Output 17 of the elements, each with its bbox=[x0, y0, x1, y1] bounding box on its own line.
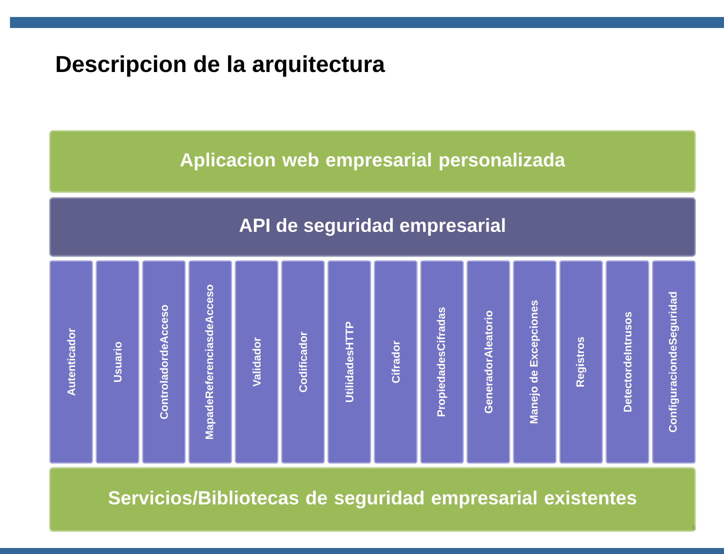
module-column: Manejo de Excepciones bbox=[512, 260, 557, 464]
module-column: ConfiguraciondeSeguridad bbox=[652, 260, 696, 464]
module-column: PropiedadesCifradas bbox=[420, 260, 464, 464]
module-column: Codificador bbox=[281, 260, 325, 464]
module-column: MapadeReferenciasdeAcceso bbox=[188, 260, 232, 464]
module-column: Cifrador bbox=[374, 260, 418, 464]
module-column: DetectordeIntrusos bbox=[606, 260, 650, 464]
slide-title: Descripcion de la arquitectura bbox=[56, 55, 386, 77]
module-column: Autenticador bbox=[49, 260, 93, 464]
module-column: ControladordeAcceso bbox=[142, 260, 186, 464]
layer-box: API de seguridad empresarial bbox=[49, 197, 696, 257]
module-column: Usuario bbox=[96, 260, 140, 464]
module-column: Registros bbox=[559, 260, 603, 464]
module-column: GeneradorAleatorio bbox=[466, 260, 510, 464]
module-column: UtilidadesHTTP bbox=[328, 260, 372, 464]
module-column: Validador bbox=[234, 260, 278, 464]
layer-box: Aplicacion web empresarial personalizada bbox=[49, 130, 696, 193]
